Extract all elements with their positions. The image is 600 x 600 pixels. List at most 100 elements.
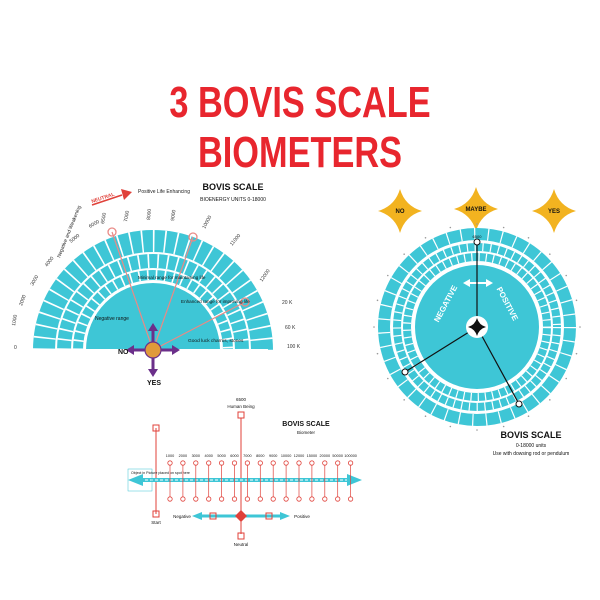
ring-tick-dot — [424, 236, 427, 239]
ring-tick-dot — [386, 274, 389, 277]
minimal-range-label: Minimal range for maintaining life — [138, 275, 206, 280]
ring-tick-dot — [565, 274, 568, 277]
pointer-left-dot — [401, 368, 409, 376]
linear-tick-label: 9000 — [269, 454, 277, 458]
linear-tick-label: 15000 — [307, 454, 318, 458]
svg-text:YES: YES — [548, 209, 560, 215]
compass-arrow-up — [148, 323, 158, 331]
linear-tick-circle-bottom — [257, 496, 263, 502]
linear-tick-circle — [244, 460, 250, 466]
linear-tick-circle-bottom — [193, 496, 199, 502]
linear-tick-label: 2000 — [179, 454, 187, 458]
middle-arc — [57, 254, 249, 351]
linear-tick-label: 3000 — [192, 454, 200, 458]
semi-tick-label: 1000 — [11, 314, 19, 326]
center-star-icon — [468, 318, 486, 336]
linear-tick-circle-bottom — [283, 496, 289, 502]
ring-tick-dot — [575, 299, 578, 302]
negative-label-linear: Negative — [173, 514, 191, 519]
linear-tick-circle-bottom — [219, 496, 225, 502]
good-luck-label: Good luck charms, stones — [188, 338, 244, 344]
linear-tick-circle-bottom — [322, 496, 328, 502]
ring-tick-dot — [424, 415, 427, 418]
ring-tick-dot — [565, 377, 568, 380]
pointer-box — [127, 468, 153, 492]
linear-tick-circle — [309, 460, 315, 466]
pointer-dot-3 — [240, 297, 250, 307]
linear-tick-circle-bottom — [296, 496, 302, 502]
pointer-line-3 — [152, 301, 246, 351]
semi-tick-label: 6000 — [88, 219, 101, 230]
linear-tick-circle-bottom — [206, 496, 212, 502]
linear-tick-circle-bottom — [167, 496, 173, 502]
ring-tick-dot — [527, 236, 530, 239]
axis-arrow-left — [128, 474, 143, 486]
zero-label: 0 — [14, 345, 17, 351]
linear-tick-circle-bottom — [347, 496, 354, 502]
semi-tick-label: 4000 — [44, 256, 56, 269]
linear-tick-circle — [322, 460, 328, 466]
pointer-up-dot — [473, 238, 481, 246]
linear-tick-label: 12000 — [294, 454, 305, 458]
core-semicircle — [86, 283, 220, 350]
ring-tick-dot — [502, 226, 505, 229]
ring-tick-dot — [403, 253, 405, 255]
pointer-label: Object in Picture placed on spot here — [131, 471, 190, 475]
linear-title: BOVIS SCALE — [282, 421, 330, 428]
svg-text:MAYBE: MAYBE — [465, 207, 486, 213]
ring-tick-dot — [575, 352, 578, 355]
inner-arc-ticks — [73, 270, 233, 351]
ring-tick-dot — [449, 425, 452, 428]
right-mark: 100 K — [287, 344, 301, 350]
human-marker — [237, 411, 245, 419]
outer-ring-ticks — [378, 228, 576, 426]
linear-tick-circle — [167, 460, 173, 466]
linear-tick-circle — [180, 460, 186, 466]
linear-tick-circle-bottom — [231, 496, 238, 502]
linear-tick-circle-bottom — [335, 496, 341, 502]
circle-instruction: Use with dowsing rod or pendulum — [493, 451, 570, 457]
human-label: Human Being — [227, 404, 255, 409]
linear-tick-label: 7000 — [243, 454, 251, 458]
semi-tick-label: 7000 — [123, 210, 131, 222]
ring-tick-dot — [527, 415, 530, 418]
ring-tick-dot — [376, 352, 379, 355]
human-value: 6500 — [236, 397, 247, 402]
linear-subtitle: Biometer — [297, 430, 316, 435]
circle-units: 0-18000 units — [516, 443, 547, 449]
ring-tick-dot — [476, 429, 478, 431]
star-no: NO — [378, 189, 422, 233]
semicircle-title: BOVIS SCALE — [202, 182, 263, 192]
pointer-dot-2 — [188, 232, 198, 242]
linear-tick-circle — [193, 460, 199, 466]
svg-text:NO: NO — [396, 209, 405, 215]
ring-tick-dot — [449, 226, 452, 229]
positive-arrow-head — [121, 189, 132, 200]
linear-tick-circle-bottom — [180, 496, 186, 502]
linear-tick-label: 5000 — [217, 454, 225, 458]
linear-tick-label: 100000 — [344, 454, 357, 458]
pos-arrow — [280, 512, 290, 520]
linear-tick-circle — [231, 460, 238, 466]
pos-marker — [265, 512, 273, 520]
semi-tick-label: 9000 — [170, 209, 178, 221]
ring-tick-dot — [549, 253, 551, 255]
linear-tick-circle — [296, 460, 302, 466]
linear-tick-label: 20000 — [320, 454, 331, 458]
ring-tick-dot — [502, 425, 505, 428]
outer-arc-ticks — [33, 230, 273, 351]
double-arrow-left — [463, 279, 470, 287]
top-value: 6500 — [473, 234, 483, 239]
ring-tick-dot — [386, 377, 389, 380]
positive-label-linear: Positive — [294, 514, 310, 519]
ring-tick-dot — [549, 399, 551, 401]
compass-arrow-right — [172, 345, 180, 355]
linear-tick-circle — [219, 460, 225, 466]
linear-tick-circle-bottom — [244, 496, 250, 502]
linear-tick-circle — [206, 460, 212, 466]
no-label: NO — [118, 349, 129, 356]
linear-tick-label: 4000 — [204, 454, 212, 458]
neutral-diamond — [235, 510, 247, 522]
